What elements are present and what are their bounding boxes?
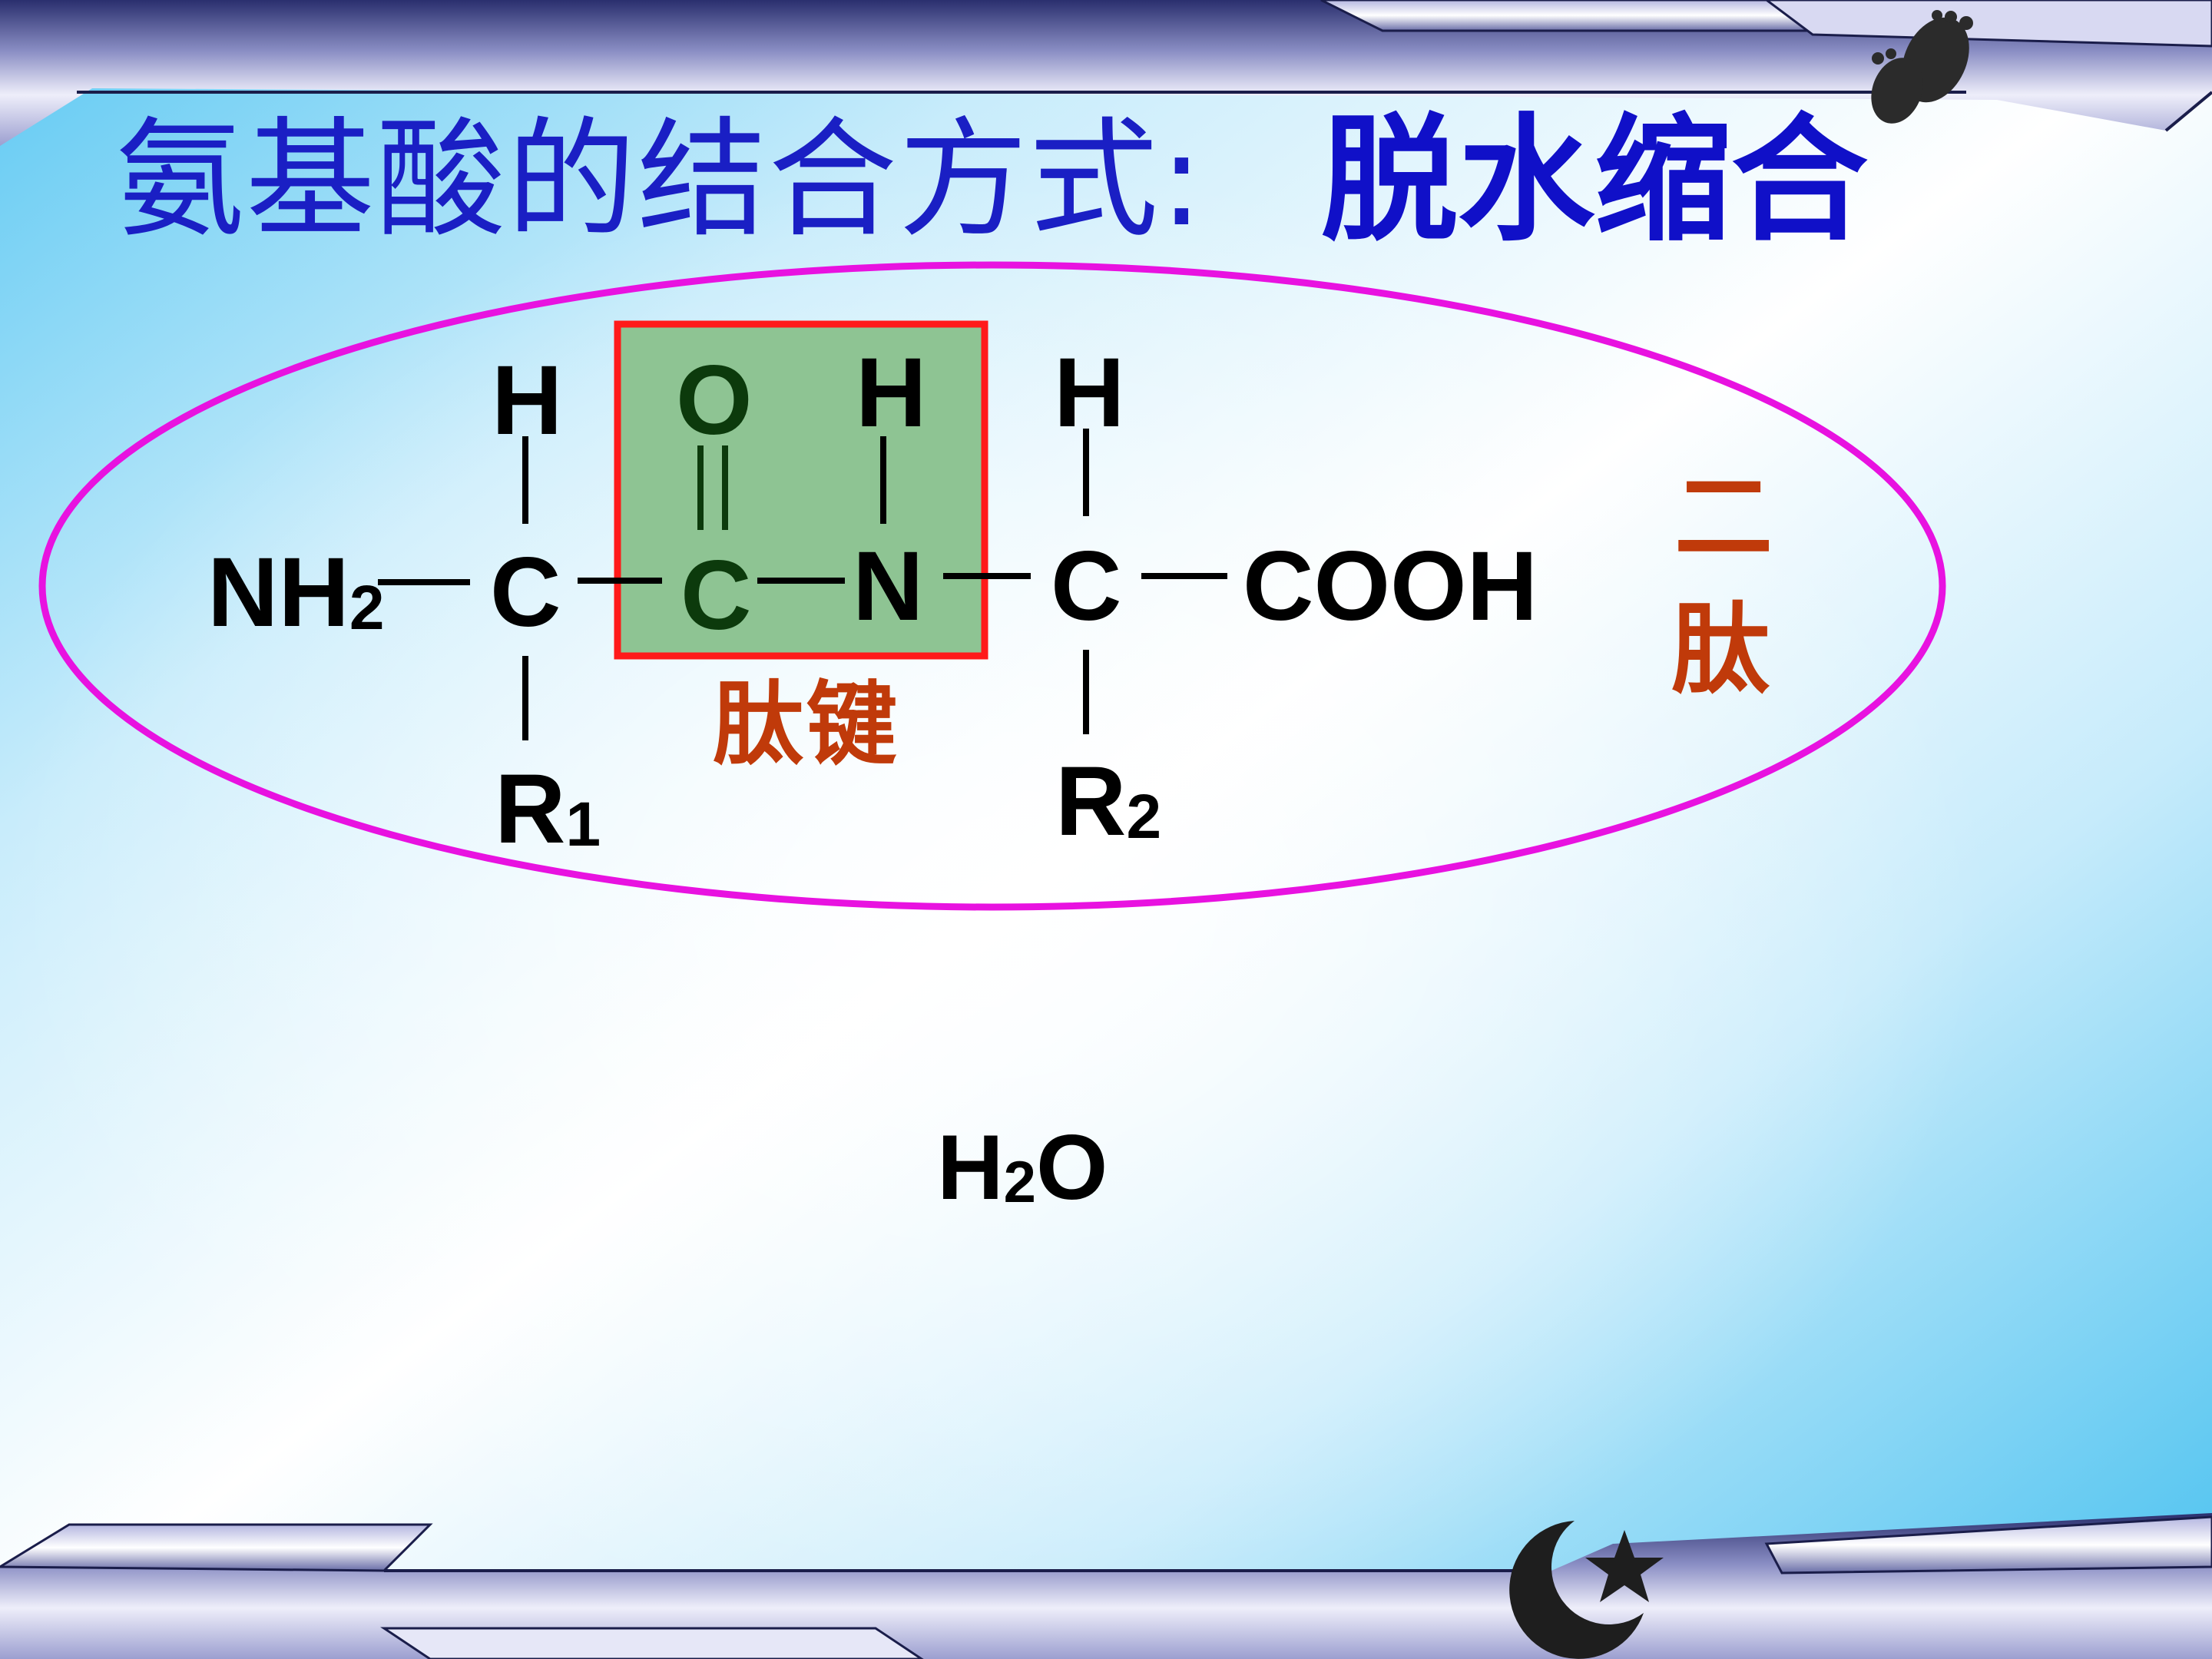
r2-group: R2 (1055, 747, 1162, 856)
carbonyl-oxygen: O (676, 346, 753, 455)
amide-hydrogen: H (856, 338, 927, 448)
slide-title: 氨基酸的结合方式: (115, 104, 1205, 255)
dipeptide-label-char-1: 二 (1674, 460, 1773, 575)
footprints-icon (1871, 10, 1973, 124)
carbonyl-carbon: C (680, 541, 752, 651)
h-atom-top-2: H (1054, 338, 1125, 448)
r1-group: R1 (495, 754, 601, 864)
amino-group: NH2 (207, 538, 385, 647)
peptide-bond-box (614, 320, 988, 660)
bottom-banner (0, 1513, 2212, 1659)
water-molecule: H2O (937, 1116, 1108, 1219)
carboxyl-group: COOH (1243, 531, 1538, 641)
top-banner (0, 0, 2212, 146)
bond-lines (378, 429, 1227, 740)
amide-nitrogen: N (853, 531, 924, 641)
alpha-carbon-1: C (490, 538, 561, 647)
peptide-bond-label: 肽键 (713, 671, 901, 777)
alpha-carbon-2: C (1051, 531, 1122, 641)
moon-star-icon (1509, 1521, 1664, 1659)
h-atom-top-1: H (492, 346, 563, 455)
dipeptide-label-char-2: 肽 (1671, 592, 1770, 707)
title-accent: 脱水缩合 (1321, 101, 1868, 260)
dipeptide-ellipse (38, 261, 1946, 911)
double-bond (697, 445, 728, 530)
